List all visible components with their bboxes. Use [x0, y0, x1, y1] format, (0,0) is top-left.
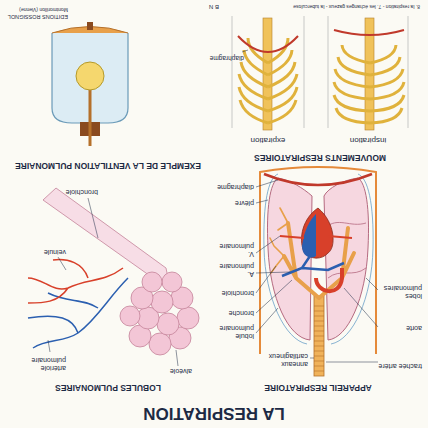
part-label: trachée artère	[378, 362, 422, 370]
alveoli	[120, 272, 199, 355]
publisher-city: Montmorillon (Vienne)	[19, 7, 68, 13]
venule	[28, 260, 123, 303]
part-label: artériole pulmonaire	[8, 357, 66, 372]
lung	[267, 178, 312, 340]
part-label: alvéole	[170, 367, 192, 375]
ribcage-inspiration	[328, 16, 408, 130]
part-label: bronchiole	[212, 289, 254, 297]
part-label: plèvre	[212, 199, 254, 207]
phase-label: inspiration	[350, 135, 386, 144]
section-heading: LOBULES PULMONAIRES	[55, 383, 161, 392]
series-note: 8. la respiration - 7. les échanges gaze…	[293, 4, 420, 10]
part-label: aorte	[378, 324, 422, 332]
part-label: veinule	[44, 248, 66, 256]
publisher: EDITIONS ROSSIGNOL	[8, 14, 68, 20]
part-label: V. pulmonaire	[212, 243, 254, 258]
part-label: bronchiole	[66, 188, 98, 196]
diaphragm	[264, 174, 372, 185]
ribcage-expiration	[232, 16, 304, 130]
section-heading: EXEMPLE DE LA VENTILATION PULMONAIRE	[13, 161, 203, 170]
pulmonary-vein	[280, 236, 352, 238]
part-label: lobes pulmonaires	[378, 285, 422, 300]
bronchioles	[270, 208, 288, 273]
section-heading: APPAREIL RESPIRATOIRE	[264, 383, 372, 392]
heart	[302, 214, 316, 258]
part-label: lobule pulmonaire	[212, 325, 254, 340]
pulmonary-artery	[282, 256, 344, 276]
plate-number: B N	[209, 3, 219, 10]
bell-jar	[52, 22, 128, 146]
part-label: diaphragme	[204, 55, 244, 62]
aorta	[316, 268, 342, 291]
leader-line	[256, 180, 378, 362]
part-label: diaphragme	[212, 183, 254, 191]
arteriole	[28, 278, 128, 348]
part-label: anneaux cartilagineux	[260, 353, 308, 368]
part-label: bronche	[212, 309, 254, 317]
phase-label: expiration	[251, 135, 286, 144]
section-heading: MOUVEMENTS RESPIRATOIRES	[254, 153, 386, 162]
cartilage-rings	[314, 306, 324, 371]
part-label: A. pulmonaire	[212, 263, 254, 278]
poster-title: LA RESPIRATION	[143, 403, 285, 422]
trachea	[314, 296, 324, 376]
heart	[302, 208, 334, 258]
leader-line	[48, 198, 178, 366]
